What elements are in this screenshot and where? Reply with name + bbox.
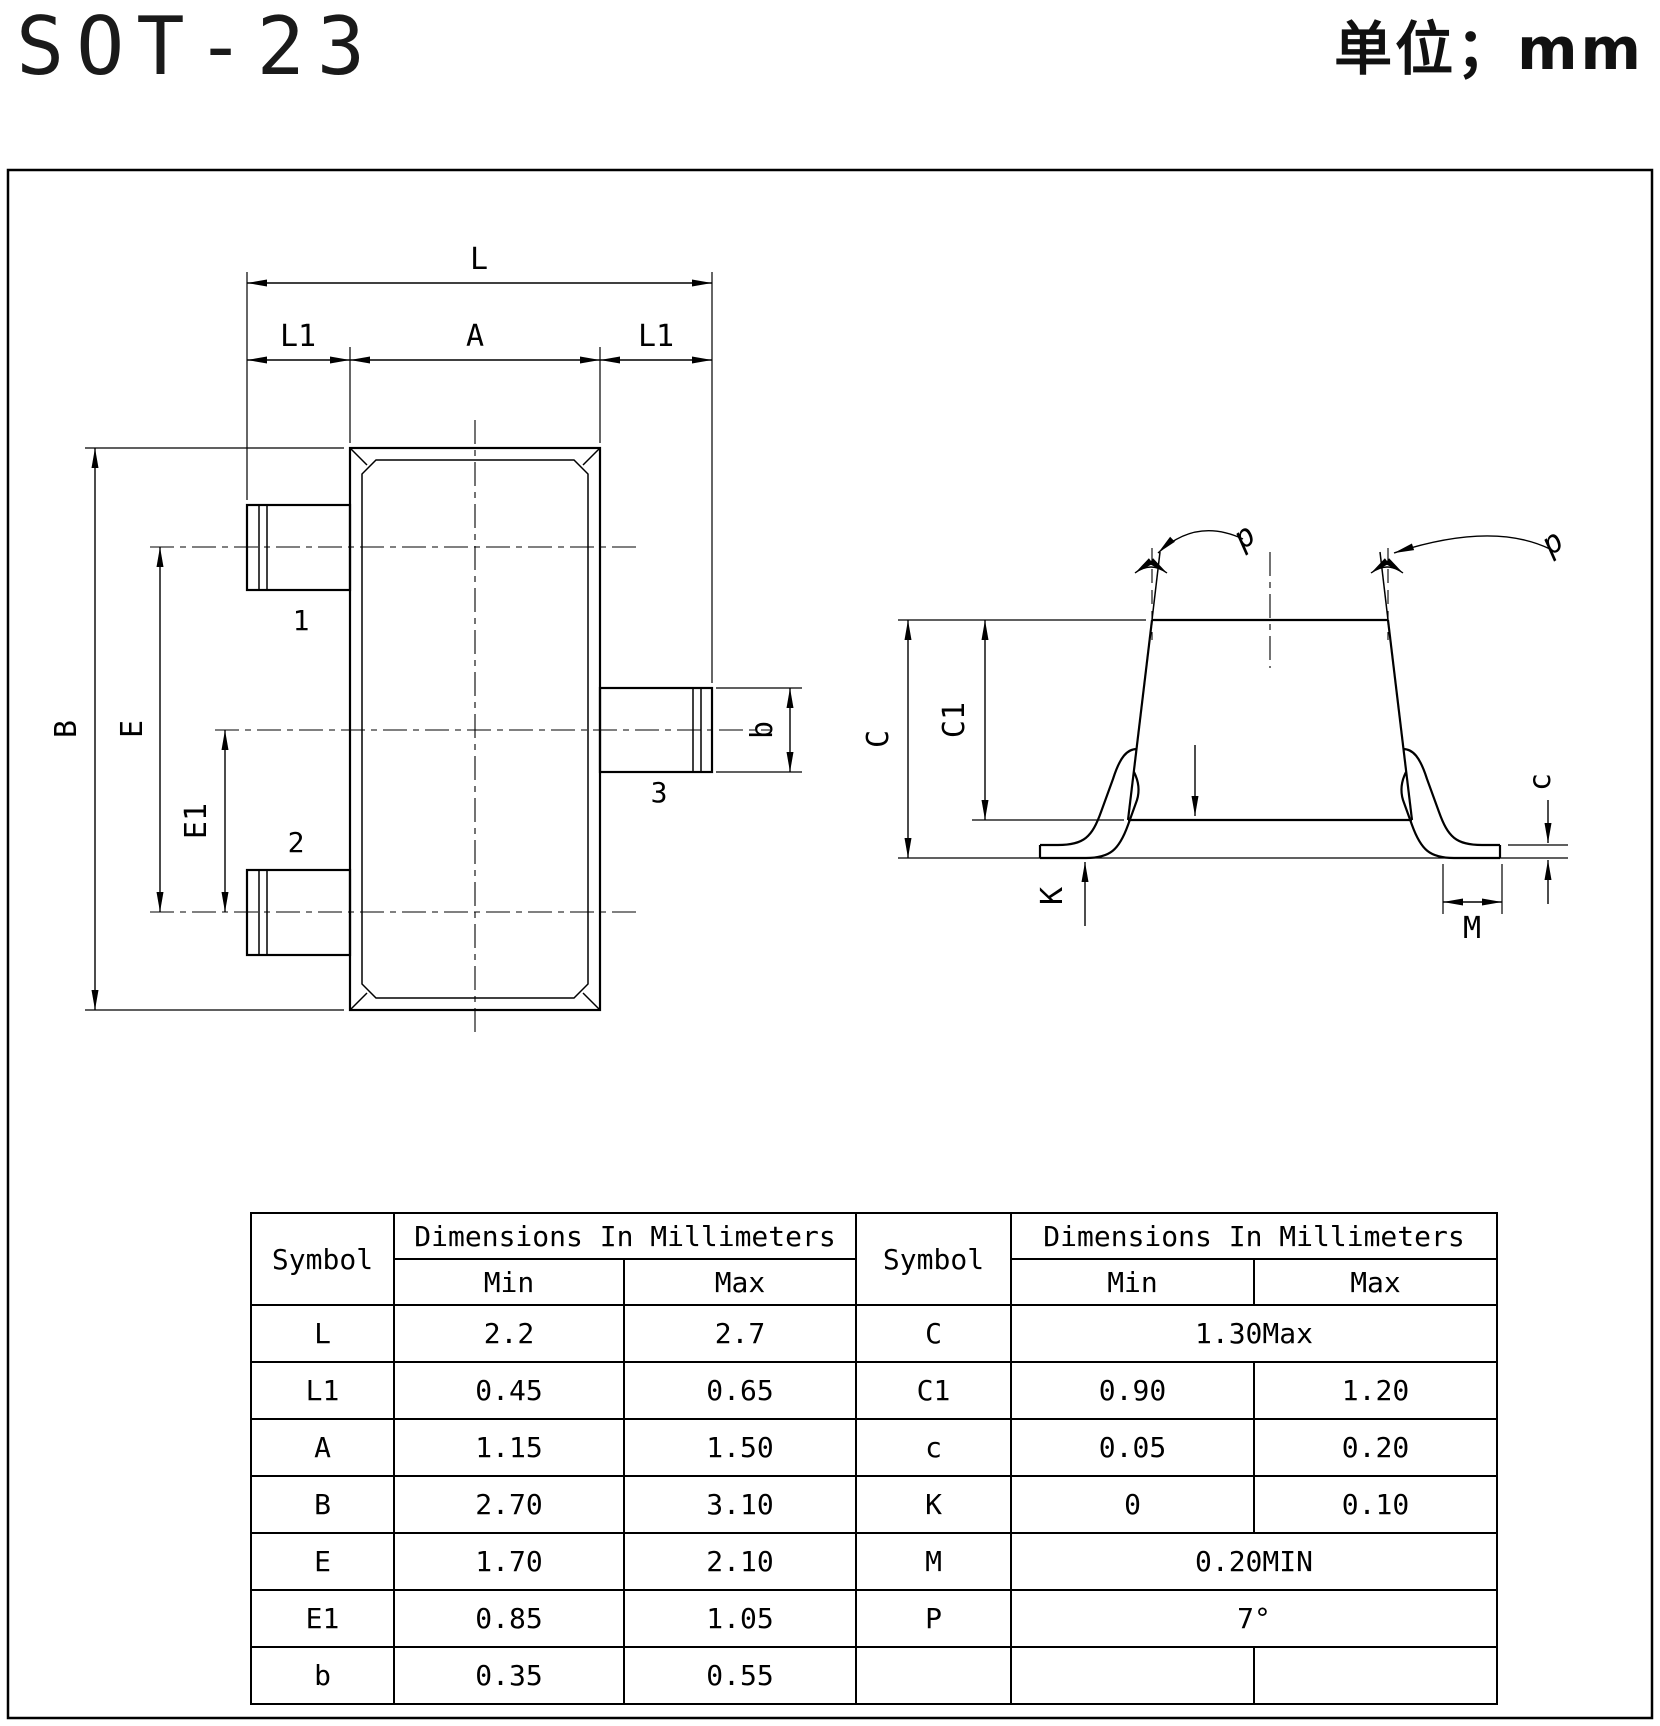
dim-A-label: A [466,319,484,354]
min-header-right: Min [1010,1258,1255,1306]
pin-1-label: 1 [293,604,310,637]
max-header-left: Max [623,1258,857,1306]
table-row: A 1.15 1.50 c 0.05 0.20 [250,1418,1498,1477]
dim-C1: C1 [937,620,1124,821]
package-body-outline [348,420,602,1038]
table-cell: M [855,1532,1012,1591]
dim-L1-right-label: L1 [638,319,674,354]
dim-C-label: C [861,730,896,748]
side-view: p p C C1 K c [861,517,1570,946]
table-row: B 2.70 3.10 K 0 0.10 [250,1475,1498,1534]
table-cell: 1.30Max [1010,1304,1498,1363]
table-cell: 0.55 [623,1646,857,1705]
dim-E: E [115,547,164,912]
dim-A-and-L1: L1 A L1 [247,319,712,443]
table-cell: 0.45 [393,1361,625,1420]
dim-E1: E1 [179,730,229,912]
table-cell: 2.10 [623,1532,857,1591]
dim-L: L [246,242,713,683]
table-cell [855,1646,1012,1705]
table-cell: C1 [855,1361,1012,1420]
dims-header-left: Dimensions In Millimeters [393,1212,857,1260]
table-cell: 0.65 [623,1361,857,1420]
table-row: L 2.2 2.7 C 1.30Max [250,1304,1498,1363]
max-header-right: Max [1253,1258,1498,1306]
table-cell: 0.20MIN [1010,1532,1498,1591]
table-cell: A [250,1418,395,1477]
dim-E1-label: E1 [179,803,214,839]
table-cell: 1.50 [623,1418,857,1477]
symbol-header-left: Symbol [250,1212,395,1306]
dim-K-label: K [1035,887,1070,905]
unit-label: 单位；mm [1334,15,1644,83]
table-cell: 3.10 [623,1475,857,1534]
table-cell: b [250,1646,395,1705]
dim-M: M [1442,864,1503,946]
top-view: 1 2 3 L L1 A L1 B [49,242,802,1038]
table-cell: 1.70 [393,1532,625,1591]
dimensions-table: Symbol Dimensions In Millimeters Symbol … [250,1212,1498,1705]
table-cell: B [250,1475,395,1534]
pin-3 [215,686,770,774]
table-cell: P [855,1589,1012,1648]
dim-E-label: E [115,720,150,738]
dim-L-label: L [470,242,488,277]
dim-B: B [49,447,344,1011]
symbol-header-right: Symbol [855,1212,1012,1306]
table-cell: 7° [1010,1589,1498,1648]
table-row: L1 0.45 0.65 C1 0.90 1.20 [250,1361,1498,1420]
table-cell: 0.10 [1253,1475,1498,1534]
dim-p-left: p [1134,517,1262,574]
table-cell: C [855,1304,1012,1363]
table-cell: 1.15 [393,1418,625,1477]
table-cell: 0.05 [1010,1418,1255,1477]
drawing-border [6,168,1654,1720]
page-title: SOT-23 [16,0,377,93]
table-cell: E1 [250,1589,395,1648]
table-cell: 1.05 [623,1589,857,1648]
pin-2 [150,868,640,957]
right-lead [1400,747,1502,860]
dim-C: C [861,619,1146,858]
pin-3-label: 3 [651,776,668,809]
table-cell: 2.7 [623,1304,857,1363]
table-cell [1010,1646,1255,1705]
table-cell: c [855,1418,1012,1477]
dims-header-right: Dimensions In Millimeters [1010,1212,1498,1260]
dim-p-right: p [1370,523,1570,574]
dim-C1-label: C1 [937,702,972,738]
dim-M-label: M [1463,911,1481,946]
table-cell: 0.35 [393,1646,625,1705]
dim-p-right-label: p [1533,523,1570,564]
table-cell: 0 [1010,1475,1255,1534]
table-cell: E [250,1532,395,1591]
left-lead [1038,747,1140,860]
table-cell: K [855,1475,1012,1534]
pin-1 [150,503,640,592]
table-cell: L [250,1304,395,1363]
table-cell [1253,1646,1498,1705]
side-body-outline [1126,548,1414,822]
min-header-left: Min [393,1258,625,1306]
dim-c-label: c [1523,773,1558,791]
dim-p-left-label: p [1225,517,1262,558]
dim-b-label: b [745,721,780,739]
dim-L1-left-label: L1 [280,319,316,354]
table-row: E 1.70 2.10 M 0.20MIN [250,1532,1498,1591]
table-cell: 2.2 [393,1304,625,1363]
table-cell: 1.20 [1253,1361,1498,1420]
pin-2-label: 2 [288,826,305,859]
table-row: b 0.35 0.55 [250,1646,1498,1705]
dim-b: b [716,687,802,773]
table-cell: 0.20 [1253,1418,1498,1477]
table-cell: 0.85 [393,1589,625,1648]
dim-c: c [1508,773,1568,904]
dim-K: K [1035,745,1199,926]
dim-B-label: B [49,720,84,738]
table-row: E1 0.85 1.05 P 7° [250,1589,1498,1648]
table-cell: 0.90 [1010,1361,1255,1420]
table-cell: L1 [250,1361,395,1420]
table-cell: 2.70 [393,1475,625,1534]
